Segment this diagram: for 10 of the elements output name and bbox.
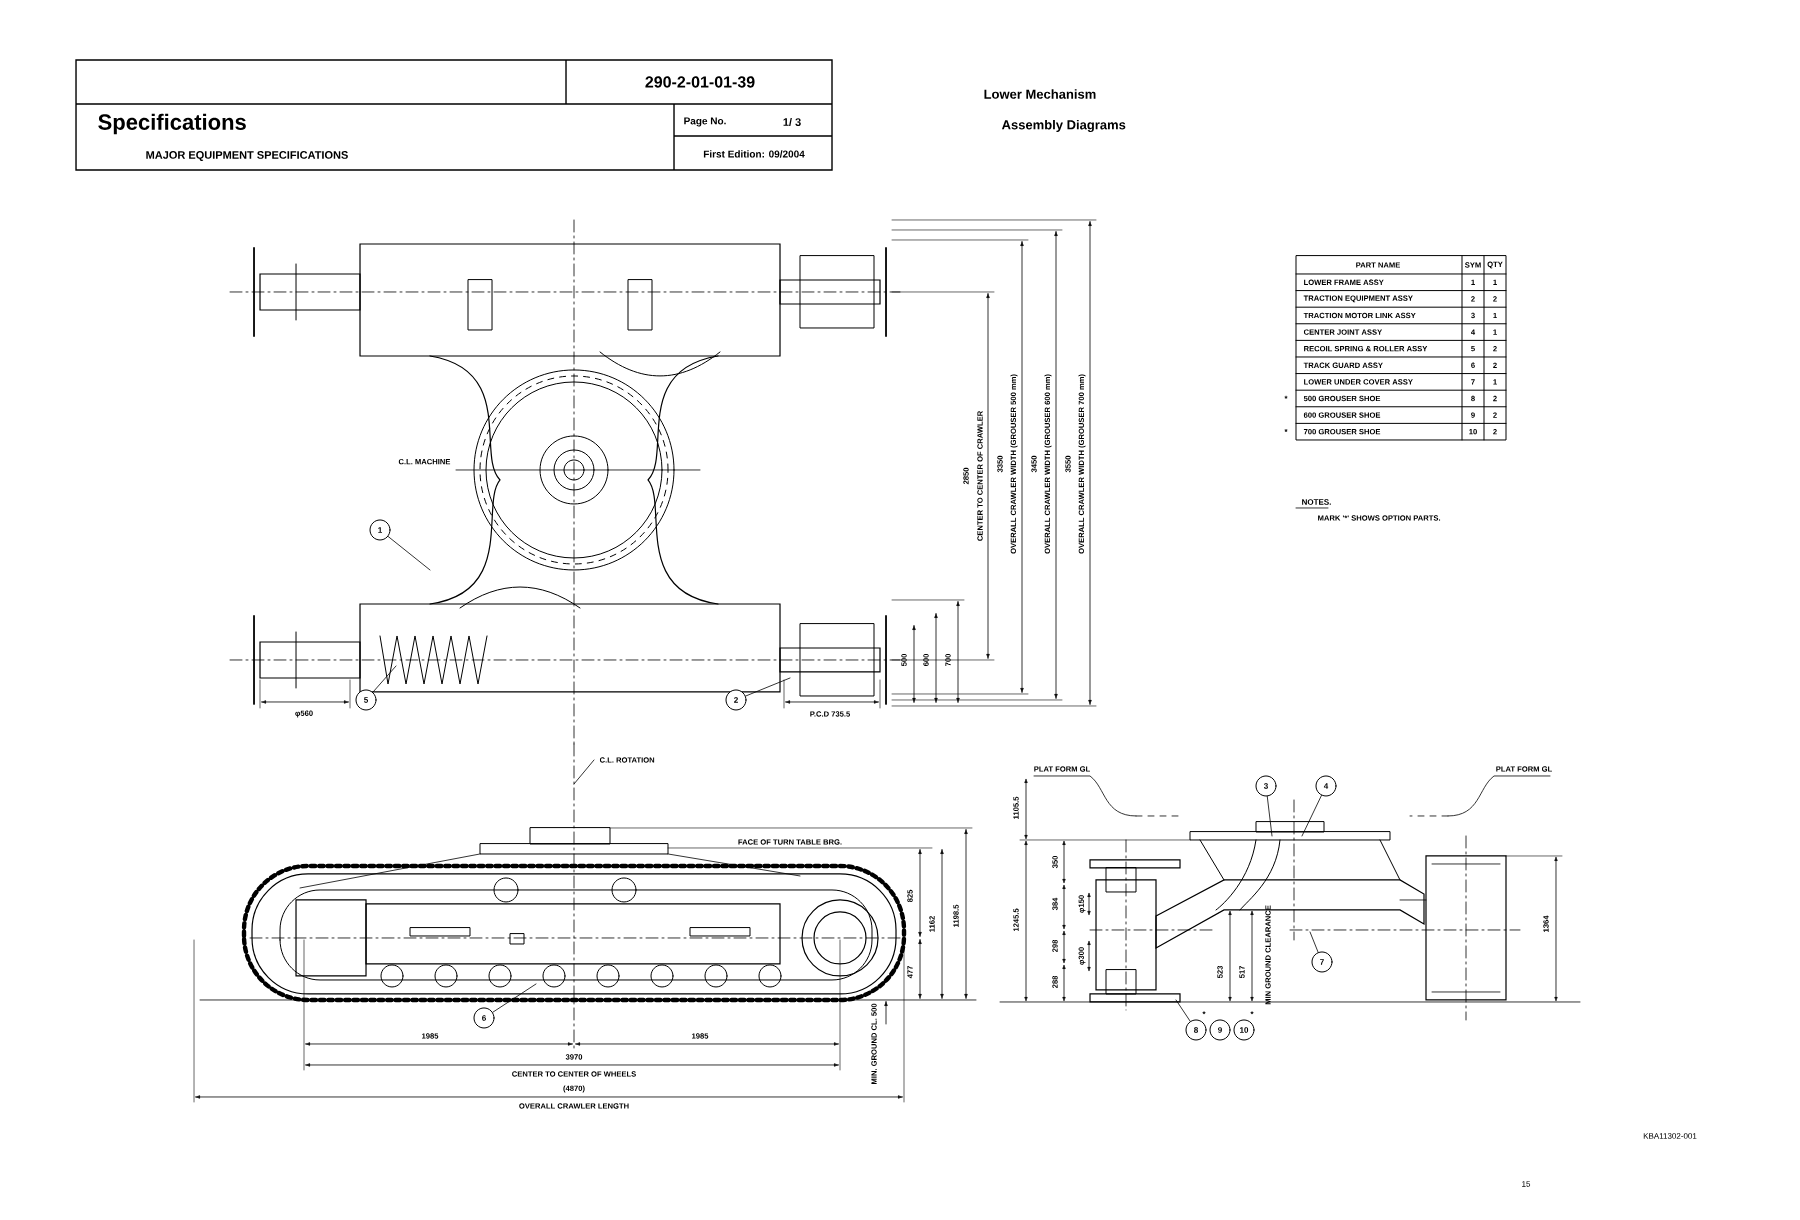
drawing-number: 290-2-01-01-39 (645, 76, 755, 88)
leader-line (1266, 796, 1273, 837)
leader-line (372, 665, 397, 693)
leader-line (745, 677, 791, 697)
title: Specifications (98, 113, 246, 135)
leader-line (387, 536, 431, 571)
leader-line (1309, 931, 1319, 953)
leader-line (1175, 999, 1191, 1022)
leader-line (1301, 795, 1322, 837)
leader-line (492, 983, 537, 1013)
